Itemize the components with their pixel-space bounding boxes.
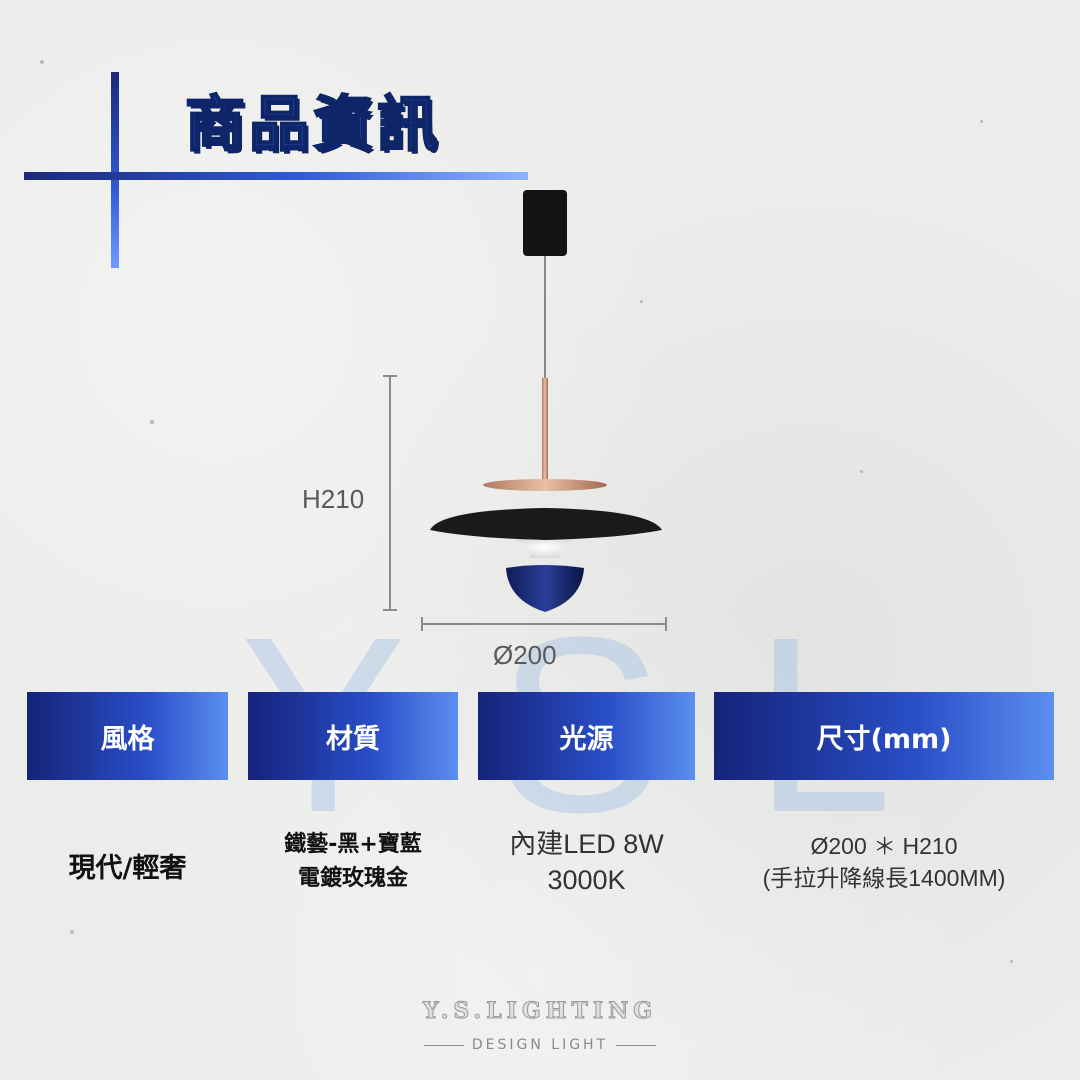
pendant-lamp-illustration	[383, 190, 667, 631]
paper-speck	[70, 930, 74, 934]
ceiling-canopy	[523, 190, 567, 256]
black-shade	[430, 508, 662, 540]
spec-value-line: 電鍍玫瑰金	[297, 866, 408, 891]
footer-brand-logo: Y.S.LIGHTING	[422, 998, 658, 1025]
spec-value-line: 3000K	[547, 865, 626, 895]
spec-value-light-source: 內建LED 8W 3000K	[478, 826, 695, 898]
spec-value-line: 鐵藝-黑+寶藍	[284, 832, 422, 857]
tagline-rule-left	[423, 1044, 464, 1046]
tagline-rule-right	[616, 1044, 657, 1046]
spec-heading-style: 風格	[27, 692, 228, 780]
header-horizontal-rule	[24, 172, 528, 180]
spec-value-style: 現代/輕奢	[27, 846, 228, 885]
spec-value-line: (手拉升降線長1400MM)	[762, 865, 1006, 891]
paper-speck	[980, 120, 983, 123]
paper-speck	[40, 60, 44, 64]
spec-value-material: 鐵藝-黑+寶藍 電鍍玫瑰金	[248, 828, 458, 896]
spec-heading-material: 材質	[248, 692, 458, 780]
rose-gold-disc	[483, 479, 607, 491]
paper-speck	[640, 300, 643, 303]
blue-cup	[506, 565, 584, 612]
spec-value-line: Ø200 ＊ H210	[810, 833, 958, 859]
rose-gold-rod	[542, 378, 548, 484]
tagline-text: DESIGN LIGHT	[471, 1037, 609, 1053]
light-diffuser	[515, 540, 575, 558]
header-vertical-rule	[111, 72, 119, 268]
footer-tagline: DESIGN LIGHT	[0, 1037, 1080, 1053]
spec-value-line: 內建LED 8W	[509, 829, 664, 859]
diameter-dimension-label: Ø200	[493, 640, 557, 670]
paper-speck	[1010, 960, 1013, 963]
spec-value-size: Ø200 ＊ H210 (手拉升降線長1400MM)	[714, 830, 1054, 894]
spec-value-line: 現代/輕奢	[68, 853, 187, 884]
paper-speck	[860, 470, 863, 473]
page-title: 商品資訊	[184, 89, 441, 161]
spec-heading-light-source: 光源	[478, 692, 695, 780]
spec-heading-size: 尺寸(mm)	[714, 692, 1054, 780]
height-dimension-label: H210	[302, 484, 365, 514]
paper-speck	[150, 420, 154, 424]
